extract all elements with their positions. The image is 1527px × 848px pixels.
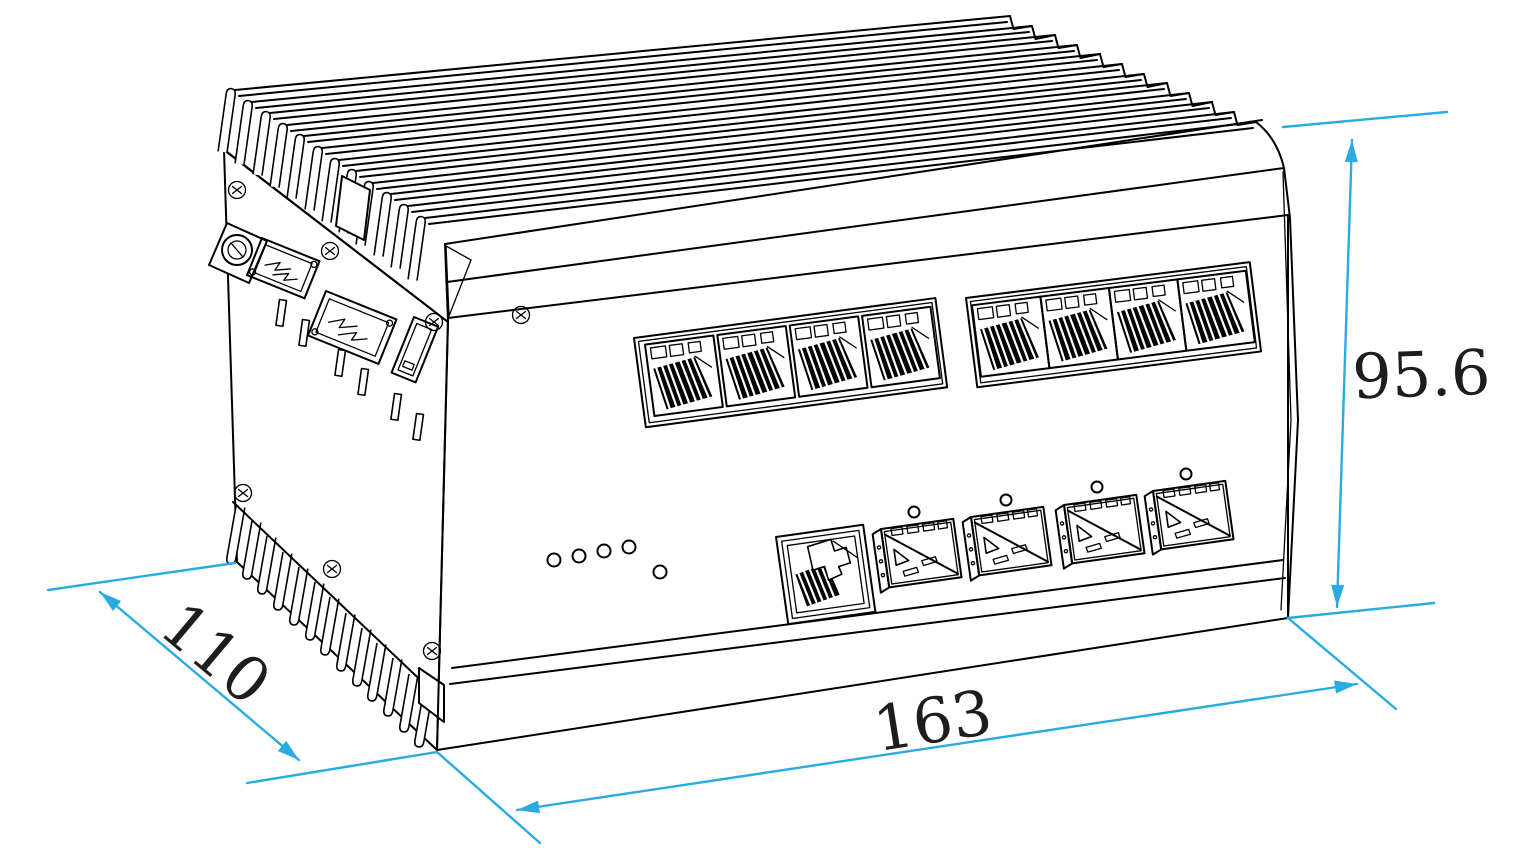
width-dimension-label: 163 bbox=[868, 675, 996, 766]
rj45-port bbox=[788, 315, 869, 398]
extension-line bbox=[435, 750, 542, 845]
status-led bbox=[596, 543, 612, 559]
screw bbox=[233, 483, 253, 503]
extension-line bbox=[1286, 616, 1398, 711]
dimension-line bbox=[515, 682, 1359, 812]
height-dimension-label: 95.6 bbox=[1351, 336, 1492, 414]
extension-line bbox=[46, 561, 237, 592]
status-leds bbox=[546, 539, 668, 580]
chamfer-corner-facet bbox=[445, 245, 472, 317]
depth-dimension-label: 110 bbox=[147, 588, 285, 720]
rj45-port bbox=[1176, 269, 1256, 352]
rj45-port bbox=[643, 334, 724, 418]
dimension-line bbox=[98, 590, 301, 762]
rj45-port bbox=[1039, 286, 1119, 370]
bottom-chamfer bbox=[449, 559, 1286, 685]
terminal-block-3 bbox=[390, 316, 440, 384]
switch-device-drawing bbox=[208, 15, 1299, 751]
terminal-block-2 bbox=[307, 290, 398, 365]
screw bbox=[322, 559, 342, 579]
arrowhead bbox=[517, 800, 540, 814]
status-led bbox=[652, 564, 668, 580]
screw bbox=[320, 241, 340, 261]
sfp-cage-3 bbox=[1054, 493, 1147, 570]
sfp-led bbox=[907, 505, 921, 519]
arrowhead bbox=[100, 592, 121, 611]
heatsink-fins bbox=[217, 15, 1299, 619]
rj45-port bbox=[970, 295, 1051, 378]
terminal-block-1 bbox=[246, 237, 321, 300]
extension-line bbox=[1286, 601, 1436, 620]
rj45-port bbox=[1107, 278, 1188, 361]
fin-staircase-silhouette bbox=[1009, 15, 1299, 619]
rj45-port bbox=[860, 305, 942, 389]
terminal-pins bbox=[275, 298, 425, 442]
status-led bbox=[571, 548, 587, 564]
sfp-cage-4 bbox=[1143, 479, 1236, 556]
arrowhead bbox=[1331, 584, 1345, 607]
arrowhead bbox=[277, 741, 299, 760]
screw bbox=[422, 641, 442, 661]
screw bbox=[227, 180, 247, 200]
front-chamfer bbox=[444, 119, 1285, 323]
left-panel bbox=[208, 147, 449, 751]
status-led bbox=[546, 552, 562, 568]
sfp-led bbox=[1179, 467, 1193, 481]
status-led bbox=[621, 539, 637, 555]
ground-stud bbox=[208, 222, 268, 284]
sfp-cage-1 bbox=[871, 517, 964, 594]
extension-line bbox=[1281, 110, 1449, 129]
sfp-led bbox=[999, 493, 1013, 507]
sfp-cage-2 bbox=[961, 505, 1054, 582]
sfp-leds bbox=[907, 467, 1193, 519]
rj45-port-group-2 bbox=[965, 261, 1263, 389]
rj45-port-group-1 bbox=[633, 297, 949, 429]
mounting-cutout bbox=[335, 175, 371, 241]
dimension-line bbox=[1335, 138, 1354, 609]
sfp-led bbox=[1090, 480, 1104, 494]
rj45-port bbox=[716, 324, 797, 408]
dimension-height: 95.6 bbox=[1281, 110, 1492, 620]
front-panel bbox=[436, 171, 1292, 751]
arrowhead bbox=[1344, 140, 1358, 163]
extension-line bbox=[245, 750, 439, 785]
arrowhead bbox=[1334, 680, 1357, 694]
console-port bbox=[775, 523, 877, 626]
left-panel-bottom-fins bbox=[225, 501, 434, 749]
